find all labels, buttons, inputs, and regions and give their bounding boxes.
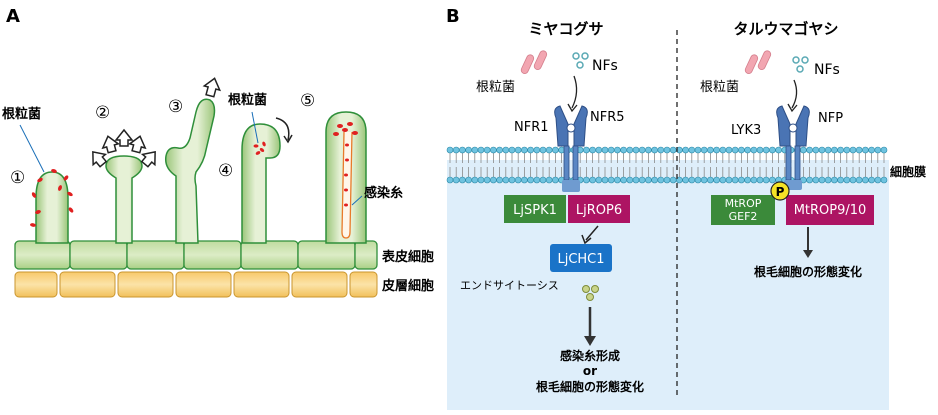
label-cortex: 皮層細胞 [381, 278, 434, 294]
panel-b: B ミヤコグサ NFs 根粒菌 NFR1 NFR [446, 6, 926, 410]
rhizobia-left: 根粒菌 [476, 80, 515, 95]
outward-arrows [92, 128, 156, 168]
rhizobia-cluster-4 [253, 141, 266, 155]
curl-arrow [275, 117, 290, 141]
box-ljchc1 [550, 244, 612, 272]
signal-arrowhead-left [567, 103, 578, 113]
species-right: タルウマゴヤシ [733, 20, 838, 38]
stage-label-4: ④ [218, 161, 233, 181]
arrowhead-down-right [803, 250, 813, 258]
signal-arrow-left [571, 75, 578, 109]
rhizobia-icon-right [744, 50, 772, 75]
phosphorylation-label: P [776, 185, 785, 199]
nf-molecules-right [792, 56, 809, 73]
pointer-line-thread [351, 195, 363, 206]
cortex-row [14, 271, 378, 298]
receptor-complex-left [554, 105, 588, 192]
receptor-nfr1: NFR1 [514, 120, 549, 135]
label-rhizobia-left: 根粒菌 [2, 106, 41, 122]
growth-arrow [202, 77, 222, 98]
root-hair-1 [35, 171, 69, 244]
rhizobia-icon-left [520, 50, 548, 75]
rhizobia-cluster-5 [333, 122, 358, 207]
epidermis-row [14, 240, 378, 270]
stage-label-2: ② [95, 103, 110, 123]
arrowhead-rop6-chc1 [581, 234, 592, 245]
nfs-right: NFs [814, 62, 840, 78]
box-ljspk1 [504, 195, 566, 223]
box-mtropgef2-line1: MtROP [725, 197, 762, 210]
panel-a-letter: A [6, 6, 20, 27]
rhizobia-right: 根粒菌 [700, 80, 739, 95]
receptor-nfp: NFP [818, 111, 843, 126]
cell-membrane [446, 146, 888, 184]
vesicles-left [582, 285, 599, 301]
box-mtropgef2 [711, 195, 775, 225]
stage-label-3: ③ [168, 97, 183, 117]
rhizobia-cluster-1 [30, 169, 74, 227]
box-ljrop6-label: LjROP6 [576, 203, 622, 218]
endocytosis-label: エンドサイトーシス [460, 279, 559, 292]
box-mtrop910 [786, 195, 874, 225]
box-mtropgef2-line2: GEF2 [729, 210, 758, 223]
pointer-line-rhizobia-mid [251, 111, 259, 144]
infection-thread [341, 131, 353, 239]
result-left-line2: or [583, 364, 597, 378]
receptor-lyk3: LYK3 [731, 123, 761, 138]
label-epidermis: 表皮細胞 [381, 249, 434, 265]
root-hair-3 [164, 98, 216, 244]
signal-arrow-right [791, 79, 798, 109]
stage-label-1: ① [10, 168, 25, 188]
result-left-line3: 根毛細胞の形態変化 [536, 379, 644, 394]
nf-molecules-left [572, 52, 589, 69]
arrowhead-down-left [584, 336, 596, 346]
result-right: 根毛細胞の形態変化 [754, 264, 862, 279]
curl-arrowhead [283, 134, 293, 144]
box-ljspk1-label: LjSPK1 [513, 203, 557, 218]
root-hair-4 [241, 123, 281, 244]
box-ljrop6 [568, 195, 630, 223]
panel-a: A [2, 6, 434, 298]
receptor-nfr5: NFR5 [590, 110, 625, 125]
signal-arrowhead-right [787, 103, 798, 113]
result-left-line1: 感染糸形成 [560, 348, 620, 363]
box-ljchc1-label: LjCHC1 [557, 252, 604, 267]
root-hair-2 [105, 155, 143, 244]
species-left: ミヤコグサ [528, 20, 603, 38]
stage-label-5: ⑤ [300, 91, 315, 111]
panel-b-letter: B [446, 6, 460, 27]
pointer-line-rhizobia [19, 124, 45, 173]
nfs-left: NFs [592, 58, 618, 74]
arrow-rop6-chc1 [585, 225, 599, 241]
label-infection-thread: 感染糸 [364, 185, 403, 201]
label-rhizobia-mid: 根粒菌 [228, 92, 267, 108]
box-mtrop910-label: MtROP9/10 [794, 203, 867, 218]
label-membrane: 細胞膜 [890, 164, 926, 179]
phosphorylation-badge [770, 181, 790, 201]
